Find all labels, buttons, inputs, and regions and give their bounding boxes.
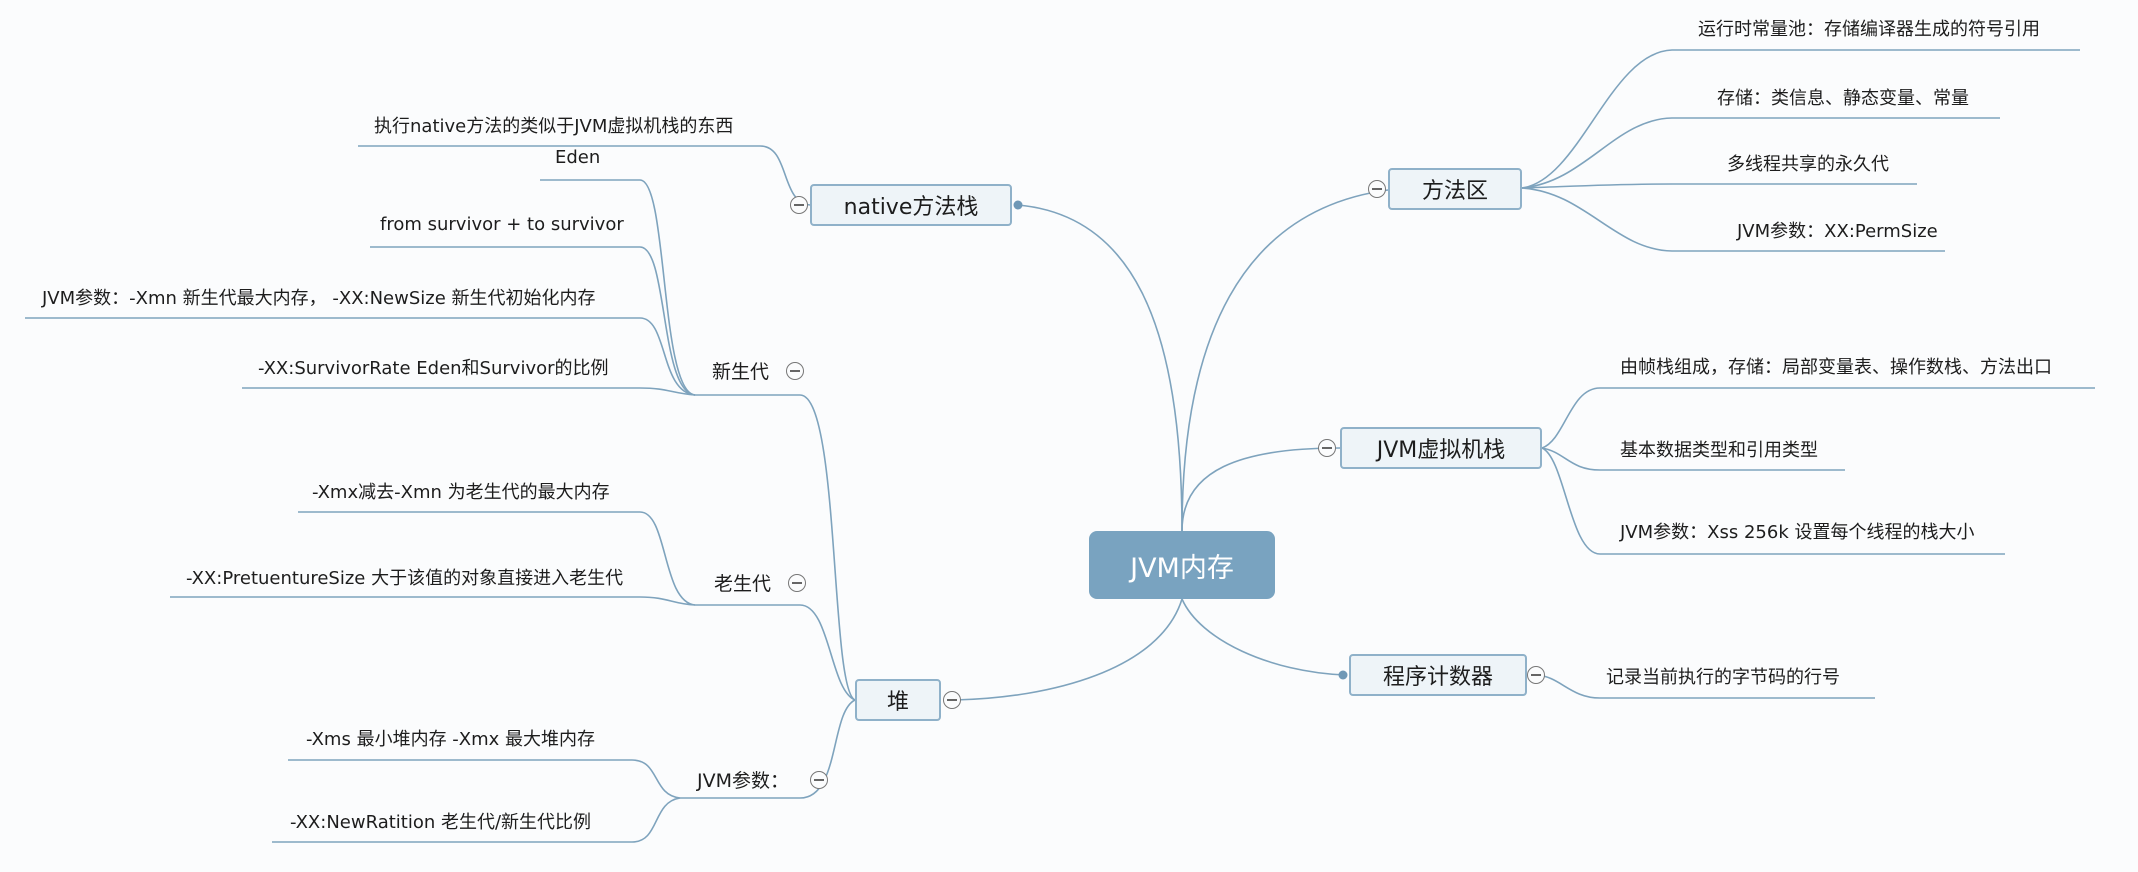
branch-heap[interactable]: 堆 (855, 679, 941, 721)
link-stack-2 (1541, 447, 1845, 471)
collapse-method-area-icon[interactable] (1368, 180, 1386, 198)
link-root-jvm-stack (1181, 447, 1341, 532)
link-stack-1 (1541, 387, 2095, 449)
link-method-3 (1521, 183, 1917, 189)
leaf-params-2[interactable]: -XX:NewRatition 老生代/新生代比例 (290, 812, 592, 833)
leaf-method-area-3[interactable]: 多线程共享的永久代 (1727, 154, 1889, 175)
link-stack-3 (1541, 447, 2005, 555)
branch-program-counter[interactable]: 程序计数器 (1349, 654, 1527, 696)
leaf-method-area-1[interactable]: 运行时常量池：存储编译器生成的符号引用 (1698, 19, 2040, 40)
native-connector-dot (1013, 200, 1023, 210)
leaf-method-area-4[interactable]: JVM参数：XX:PermSize (1737, 221, 1938, 242)
leaf-young-2[interactable]: from survivor + to survivor (380, 214, 624, 235)
collapse-young-generation-icon[interactable] (786, 362, 804, 380)
leaf-native-stack-1[interactable]: 执行native方法的类似于JVM虚拟机栈的东西 (374, 116, 734, 137)
link-old-2 (170, 596, 696, 606)
collapse-heap-icon[interactable] (943, 691, 961, 709)
leaf-method-area-2[interactable]: 存储：类信息、静态变量、常量 (1717, 88, 1969, 109)
leaf-params-1[interactable]: -Xms 最小堆内存 -Xmx 最大堆内存 (306, 729, 596, 750)
link-root-native (1017, 204, 1183, 532)
link-heap-old (695, 604, 856, 701)
subtopic-young-generation[interactable]: 新生代 (712, 361, 770, 383)
subtopic-heap-jvm-params[interactable]: JVM参数： (697, 770, 789, 792)
leaf-program-counter-1[interactable]: 记录当前执行的字节码的行号 (1606, 667, 1840, 688)
link-params-1 (288, 759, 681, 799)
link-young-2 (370, 246, 696, 396)
link-young-1 (540, 179, 696, 396)
branch-native-stack[interactable]: native方法栈 (810, 184, 1012, 226)
link-young-4 (242, 387, 696, 396)
leaf-jvm-stack-2[interactable]: 基本数据类型和引用类型 (1620, 440, 1818, 461)
link-method-2 (1521, 117, 2000, 189)
link-root-method-area (1181, 189, 1389, 532)
branch-jvm-stack[interactable]: JVM虚拟机栈 (1340, 427, 1542, 469)
leaf-old-1[interactable]: -Xmx减去-Xmn 为老生代的最大内存 (312, 482, 610, 503)
subtopic-old-generation[interactable]: 老生代 (714, 573, 772, 595)
collapse-jvm-stack-icon[interactable] (1318, 439, 1336, 457)
leaf-jvm-stack-1[interactable]: 由帧栈组成，存储：局部变量表、操作数栈、方法出口 (1620, 357, 2052, 378)
link-root-pc (1181, 598, 1346, 676)
leaf-young-3[interactable]: JVM参数：-Xmn 新生代最大内存， -XX:NewSize 新生代初始化内存 (42, 288, 596, 309)
link-root-heap (954, 598, 1183, 701)
pc-connector-dot (1338, 670, 1348, 680)
collapse-program-counter-icon[interactable] (1527, 666, 1545, 684)
root-topic[interactable]: JVM内存 (1089, 531, 1275, 599)
branch-method-area[interactable]: 方法区 (1388, 168, 1522, 210)
link-method-1 (1521, 49, 2080, 189)
collapse-heap-jvm-params-icon[interactable] (810, 771, 828, 789)
collapse-old-generation-icon[interactable] (788, 574, 806, 592)
leaf-jvm-stack-3[interactable]: JVM参数：Xss 256k 设置每个线程的栈大小 (1620, 522, 1975, 543)
link-old-1 (298, 511, 696, 606)
link-heap-params (680, 699, 856, 799)
link-params-2 (272, 797, 681, 843)
leaf-young-4[interactable]: -XX:SurvivorRate Eden和Survivor的比例 (258, 358, 609, 379)
collapse-native-stack-icon[interactable] (790, 196, 808, 214)
link-young-3 (25, 317, 696, 396)
link-heap-young (695, 394, 856, 701)
leaf-young-1[interactable]: Eden (555, 147, 601, 168)
leaf-old-2[interactable]: -XX:PretuentureSize 大于该值的对象直接进入老生代 (186, 568, 624, 589)
link-method-4 (1521, 187, 1945, 252)
